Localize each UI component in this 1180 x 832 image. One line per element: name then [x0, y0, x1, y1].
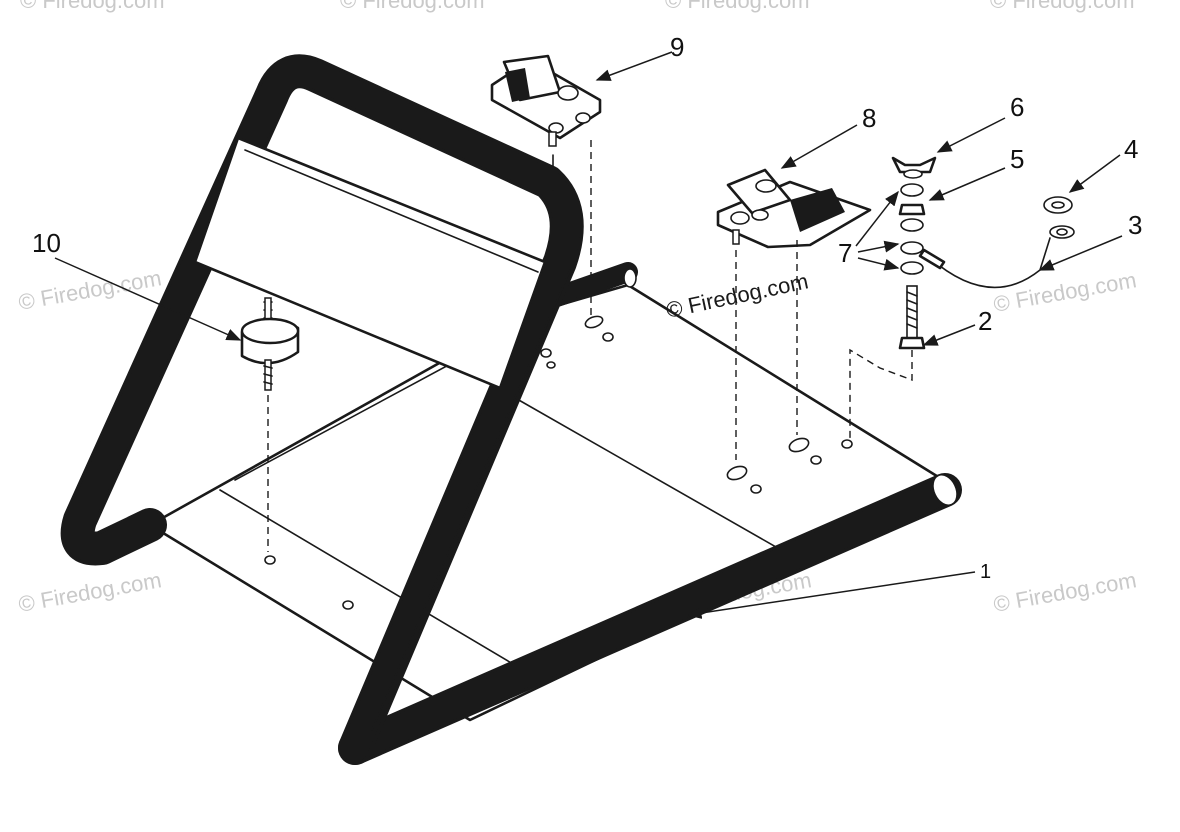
callout-8: 8	[862, 103, 876, 133]
bracket-part-8	[716, 168, 872, 460]
callouts: 9 8 6 5 4 3 2 7 10 1	[32, 32, 1142, 619]
callout-5: 5	[1010, 144, 1024, 174]
callout-2: 2	[978, 306, 992, 336]
watermark-text: © Firedog.com	[992, 267, 1139, 317]
watermark-text: © Firedog.com	[665, 0, 810, 13]
callout-9: 9	[670, 32, 684, 62]
callout-3: 3	[1128, 210, 1142, 240]
watermark-text: © Firedog.com	[17, 567, 164, 617]
bracket-part-9	[490, 54, 602, 320]
watermark-text: © Firedog.com	[340, 0, 485, 13]
callout-7: 7	[838, 238, 852, 268]
hardware-stack	[849, 156, 1075, 438]
callout-4: 4	[1124, 134, 1138, 164]
callout-1: 1	[980, 561, 991, 583]
callout-10: 10	[32, 228, 61, 258]
watermark-text: © Firedog.com	[20, 0, 165, 13]
frame-part-1	[60, 54, 962, 765]
rubber-mount-part-10	[240, 297, 300, 552]
callout-6: 6	[1010, 92, 1024, 122]
watermark-text: © Firedog.com	[992, 567, 1139, 617]
watermark-text: © Firedog.com	[990, 0, 1135, 13]
watermark-text-dark: © Firedog.com	[664, 268, 811, 323]
